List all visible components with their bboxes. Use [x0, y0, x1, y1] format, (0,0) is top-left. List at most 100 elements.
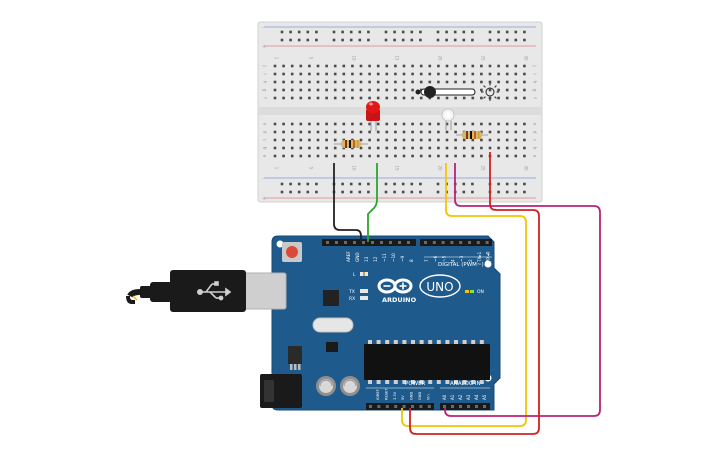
breadboard-hole[interactable] — [325, 154, 328, 158]
rail-hole[interactable] — [289, 190, 292, 194]
breadboard-hole[interactable] — [273, 154, 277, 158]
wire-red-5v[interactable] — [409, 152, 540, 435]
breadboard-hole[interactable] — [402, 88, 406, 92]
breadboard-hole[interactable] — [359, 88, 363, 92]
breadboard-hole[interactable] — [299, 154, 303, 158]
breadboard-hole[interactable] — [454, 138, 457, 142]
breadboard-hole[interactable] — [471, 72, 475, 76]
rail-hole[interactable] — [367, 190, 370, 194]
rail-hole[interactable] — [410, 182, 414, 186]
breadboard-hole[interactable] — [342, 72, 346, 76]
rail-hole[interactable] — [445, 38, 448, 42]
breadboard-hole[interactable] — [419, 122, 423, 126]
breadboard-hole[interactable] — [368, 88, 371, 92]
breadboard-hole[interactable] — [480, 138, 483, 142]
breadboard-hole[interactable] — [342, 122, 346, 126]
breadboard-hole[interactable] — [411, 72, 414, 76]
wire-yellow[interactable] — [401, 163, 527, 427]
rail-hole[interactable] — [471, 182, 474, 186]
wire-magenta[interactable] — [444, 163, 601, 417]
breadboard-hole[interactable] — [454, 72, 457, 76]
breadboard-hole[interactable] — [462, 96, 466, 100]
rail-hole[interactable] — [297, 38, 301, 42]
breadboard-hole[interactable] — [445, 138, 449, 142]
rail-hole[interactable] — [471, 30, 474, 34]
breadboard-hole[interactable] — [411, 80, 414, 84]
breadboard-hole[interactable] — [411, 130, 414, 134]
rail-hole[interactable] — [514, 182, 518, 186]
breadboard-hole[interactable] — [273, 146, 277, 150]
breadboard-hole[interactable] — [282, 72, 285, 76]
breadboard-hole[interactable] — [480, 80, 483, 84]
rail-hole[interactable] — [315, 30, 318, 34]
breadboard-hole[interactable] — [394, 154, 397, 158]
rail-hole[interactable] — [341, 190, 344, 194]
breadboard-hole[interactable] — [497, 122, 500, 126]
breadboard-hole[interactable] — [359, 64, 363, 68]
breadboard-hole[interactable] — [376, 154, 380, 158]
header-pin[interactable] — [432, 241, 436, 244]
breadboard-hole[interactable] — [402, 96, 406, 100]
light-sensor[interactable] — [441, 108, 455, 130]
breadboard-hole[interactable] — [385, 80, 389, 84]
breadboard-hole[interactable] — [368, 146, 371, 150]
breadboard-hole[interactable] — [428, 138, 432, 142]
breadboard-hole[interactable] — [290, 96, 294, 100]
breadboard-hole[interactable] — [402, 138, 406, 142]
breadboard-hole[interactable] — [333, 154, 337, 158]
breadboard-hole[interactable] — [523, 130, 526, 134]
breadboard-hole[interactable] — [523, 72, 526, 76]
rail-hole[interactable] — [393, 190, 396, 194]
breadboard-hole[interactable] — [290, 146, 294, 150]
header-pin[interactable] — [427, 405, 431, 408]
breadboard-hole[interactable] — [359, 146, 363, 150]
breadboard-hole[interactable] — [445, 72, 449, 76]
breadboard-hole[interactable] — [514, 138, 518, 142]
rail-hole[interactable] — [341, 38, 344, 42]
breadboard-hole[interactable] — [282, 80, 285, 84]
breadboard-hole[interactable] — [462, 72, 466, 76]
breadboard-hole[interactable] — [514, 130, 518, 134]
header-pin[interactable] — [380, 241, 383, 244]
rail-hole[interactable] — [436, 190, 440, 194]
rail-hole[interactable] — [384, 190, 388, 194]
header-pin[interactable] — [326, 241, 329, 244]
breadboard-hole[interactable] — [368, 96, 371, 100]
header-pin[interactable] — [385, 405, 389, 408]
rail-hole[interactable] — [349, 182, 353, 186]
breadboard-hole[interactable] — [428, 72, 432, 76]
breadboard-hole[interactable] — [308, 72, 311, 76]
breadboard-hole[interactable] — [505, 130, 509, 134]
breadboard-hole[interactable] — [411, 96, 414, 100]
rail-hole[interactable] — [349, 30, 353, 34]
breadboard-hole[interactable] — [402, 130, 406, 134]
breadboard-hole[interactable] — [505, 138, 509, 142]
rail-hole[interactable] — [306, 30, 310, 34]
breadboard-hole[interactable] — [325, 146, 328, 150]
breadboard-hole[interactable] — [514, 72, 518, 76]
rail-hole[interactable] — [280, 30, 284, 34]
rail-hole[interactable] — [315, 182, 318, 186]
breadboard-hole[interactable] — [376, 138, 380, 142]
header-pin[interactable] — [398, 241, 401, 244]
rail-hole[interactable] — [488, 38, 492, 42]
red-led[interactable] — [366, 101, 380, 131]
breadboard-hole[interactable] — [419, 64, 423, 68]
header-pin[interactable] — [389, 241, 392, 244]
breadboard-hole[interactable] — [428, 96, 432, 100]
rail-hole[interactable] — [505, 190, 509, 194]
rail-hole[interactable] — [410, 190, 414, 194]
breadboard-hole[interactable] — [308, 88, 311, 92]
breadboard-hole[interactable] — [411, 154, 414, 158]
breadboard-hole[interactable] — [290, 138, 294, 142]
breadboard-hole[interactable] — [437, 96, 440, 100]
breadboard-hole[interactable] — [514, 146, 518, 150]
breadboard-hole[interactable] — [394, 146, 397, 150]
breadboard-hole[interactable] — [273, 138, 277, 142]
breadboard-hole[interactable] — [488, 122, 492, 126]
breadboard-hole[interactable] — [333, 130, 337, 134]
breadboard-hole[interactable] — [480, 130, 483, 134]
breadboard-hole[interactable] — [299, 138, 303, 142]
header-pin[interactable] — [485, 241, 489, 244]
